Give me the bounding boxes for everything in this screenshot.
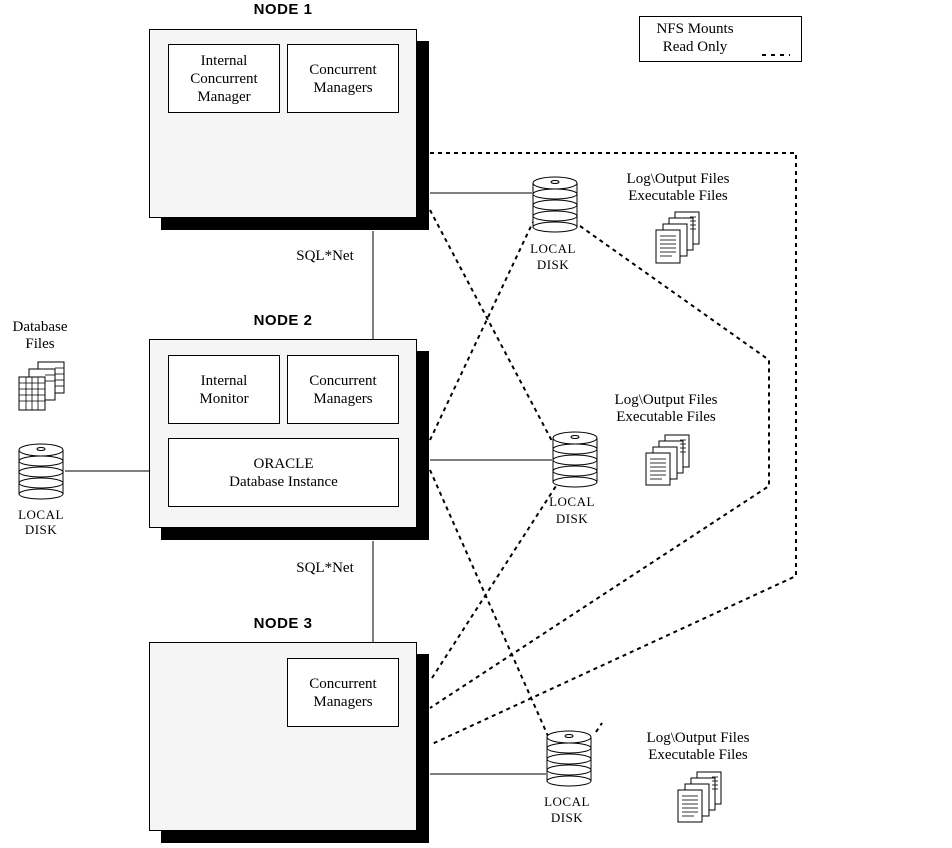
node3-title: NODE 3 <box>253 615 313 632</box>
sqlnet-label-1: SQL*Net <box>296 248 354 264</box>
node2-internal-monitor: Internal Monitor <box>168 355 280 424</box>
document-stack-2-icon <box>645 434 690 486</box>
local-disk-node3-icon <box>546 730 592 787</box>
local-disk-node3-label-line2: DISK <box>550 810 584 825</box>
node1-title: NODE 1 <box>253 1 313 18</box>
local-disk-node1-label-line2: DISK <box>536 257 570 272</box>
file-label-1-line2: Executable Files <box>628 188 728 204</box>
database-files-label-line2: Files <box>25 336 55 352</box>
node2-title: NODE 2 <box>253 312 313 329</box>
document-stack-1-icon <box>655 211 700 264</box>
sqlnet-label-2: SQL*Net <box>296 560 354 576</box>
node1-internal-concurrent-manager: Internal Concurrent Manager <box>168 44 280 113</box>
local-disk-db-label-line1: LOCAL <box>18 507 64 522</box>
file-label-3-line1: Log\Output Files <box>646 730 750 746</box>
node1-concurrent-managers: Concurrent Managers <box>287 44 399 113</box>
nfs-mount-disk3-to-node2 <box>595 722 603 733</box>
node3-concurrent-managers: Concurrent Managers <box>287 658 399 727</box>
file-label-3-line2: Executable Files <box>648 747 748 763</box>
file-label-2-line2: Executable Files <box>616 409 716 425</box>
legend-label-line1: NFS Mounts <box>656 21 734 37</box>
nfs-mount-node3-to-disk2 <box>431 485 557 679</box>
database-files-label-line1: Database <box>12 319 68 335</box>
nfs-mount-node1-outer <box>430 152 797 745</box>
legend-label-line2: Read Only <box>662 39 728 55</box>
local-disk-node1-icon <box>532 176 578 233</box>
nfs-mount-node2-to-disk3 <box>429 469 549 737</box>
nfs-mount-node1-to-disk2 <box>429 209 554 444</box>
local-disk-node2-icon <box>552 431 598 488</box>
legend-box <box>639 16 802 62</box>
local-disk-node3-label-line1: LOCAL <box>544 794 590 809</box>
file-label-2-line1: Log\Output Files <box>614 392 718 408</box>
file-label-1-line1: Log\Output Files <box>626 171 730 187</box>
local-disk-node2-label-line2: DISK <box>555 511 589 526</box>
local-disk-node1-label-line1: LOCAL <box>530 241 576 256</box>
local-disk-db-label-line2: DISK <box>24 522 58 537</box>
local-disk-node2-label-line1: LOCAL <box>549 494 595 509</box>
nfs-mount-node2-to-disk1 <box>429 221 534 441</box>
document-stack-3-icon <box>677 771 722 823</box>
local-disk-db-icon <box>18 443 64 500</box>
node2-concurrent-managers: Concurrent Managers <box>287 355 399 424</box>
node2-oracle-database-instance: ORACLE Database Instance <box>168 438 399 507</box>
nfs-mount-disk1-loop <box>429 225 770 709</box>
